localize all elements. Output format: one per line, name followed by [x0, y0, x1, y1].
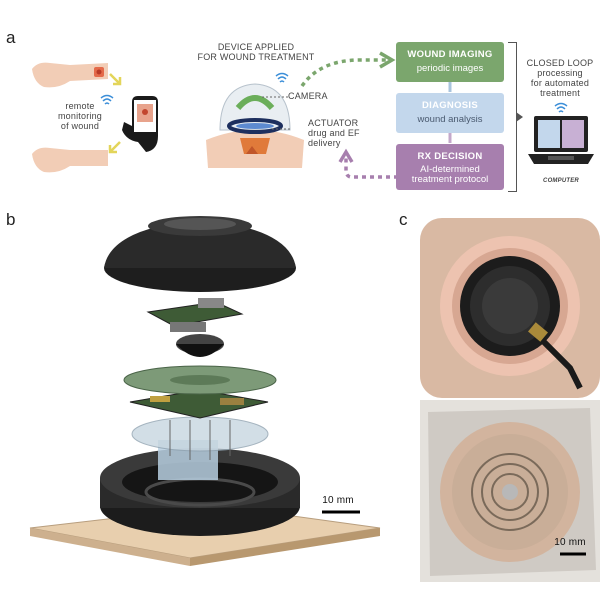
wifi-icon	[100, 94, 114, 105]
down-arrow-icon	[448, 82, 452, 92]
down-arrow-icon	[448, 133, 452, 143]
camera-label: CAMERA	[288, 91, 328, 101]
rx-dashed-arrow	[338, 148, 398, 179]
phone-in-hand-illustration	[122, 96, 158, 152]
exploded-device-illustration	[29, 216, 381, 566]
panel-letter-a: a	[6, 28, 16, 47]
panel-c-scale-label: 10 mm	[554, 537, 586, 548]
computer-wifi-icon	[554, 102, 568, 113]
hand-top-illustration	[32, 62, 108, 88]
camera-leader-line	[262, 96, 290, 98]
device-applied-title: DEVICE APPLIED FOR WOUND TREATMENT	[197, 42, 315, 62]
rx-decision-title: RX DECISION	[417, 151, 483, 162]
arrow-from-phone-icon	[108, 141, 121, 154]
panel-b-scale-label: 10 mm	[322, 495, 354, 506]
hand-bottom-illustration	[32, 147, 108, 173]
diagnosis-title: DIAGNOSIS	[421, 100, 478, 111]
panel-letter-c: c	[399, 210, 408, 229]
device-wifi-icon	[275, 72, 289, 83]
device-photo-bottom	[420, 400, 600, 582]
laptop-illustration	[528, 116, 594, 164]
computer-label: COMPUTER	[543, 178, 579, 184]
panel-letter-b: b	[6, 210, 16, 229]
rx-decision-subtitle: AI-determined treatment protocol	[411, 164, 489, 185]
diagnosis-box: DIAGNOSIS wound analysis	[396, 93, 504, 133]
wound-imaging-title: WOUND IMAGING	[407, 49, 493, 60]
arrow-to-phone-icon	[109, 73, 122, 86]
imaging-dashed-arrow	[300, 51, 396, 88]
wound-imaging-box: WOUND IMAGING periodic images	[396, 42, 504, 82]
remote-monitoring-label: remote monitoring of wound	[57, 101, 103, 131]
bracket-pointer-icon	[516, 112, 523, 122]
actuator-leader-line	[272, 128, 290, 130]
actuator-label: ACTUATOR drug and EF delivery	[308, 118, 360, 148]
diagnosis-subtitle: wound analysis	[417, 114, 483, 125]
wound-device-illustration	[206, 83, 304, 168]
wound-imaging-subtitle: periodic images	[416, 63, 484, 74]
rx-decision-box: RX DECISION AI-determined treatment prot…	[396, 144, 504, 190]
closed-loop-label: CLOSED LOOP processing for automated tre…	[526, 58, 594, 98]
device-photo-top	[420, 218, 600, 398]
